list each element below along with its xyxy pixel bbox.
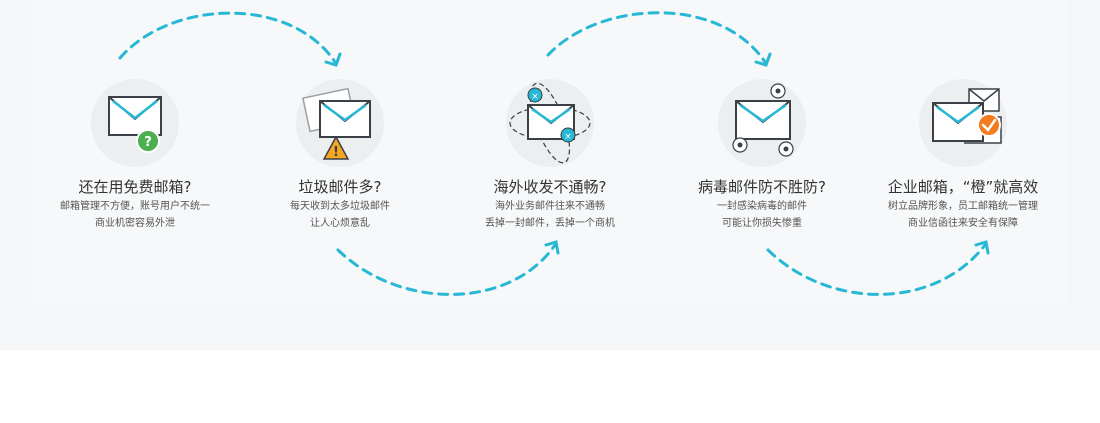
feature-description: 海外业务邮件往来不通畅 丢掉一封邮件，丢掉一个商机 (440, 198, 660, 232)
feature-description: 每天收到太多垃圾邮件 让人心烦意乱 (230, 198, 450, 232)
svg-text:?: ? (144, 135, 152, 150)
envelope-orbit-icon: × × (490, 75, 610, 175)
svg-text:×: × (564, 132, 572, 142)
feature-line: 可能让你损失惨重 (722, 218, 802, 229)
feature-line: 海外业务邮件往来不通畅 (495, 201, 605, 212)
envelope-question-icon: ? (75, 75, 195, 175)
envelope-check-icon (903, 75, 1023, 175)
feature-description: 邮箱管理不方便，账号用户不统一 商业机密容易外泄 (25, 198, 245, 232)
svg-text:×: × (531, 92, 539, 102)
feature-line: 丢掉一封邮件，丢掉一个商机 (485, 218, 615, 229)
feature-description: 一封感染病毒的邮件 可能让你损失惨重 (652, 198, 872, 232)
flow-arrow-3 (546, 11, 767, 64)
envelope-virus-icon (702, 75, 822, 175)
feature-title: 病毒邮件防不胜防? (698, 178, 826, 196)
feature-line: 商业信函往来安全有保障 (908, 218, 1018, 229)
envelope-warning-icon: ! (280, 75, 400, 175)
feature-title: 企业邮箱，“橙”就高效 (887, 178, 1039, 196)
feature-line: 商业机密容易外泄 (95, 218, 175, 229)
feature-line: 树立品牌形象，员工邮箱统一管理 (888, 201, 1038, 212)
flow-arrow-2 (336, 243, 557, 296)
feature-line: 邮箱管理不方便，账号用户不统一 (60, 201, 210, 212)
feature-description: 树立品牌形象，员工邮箱统一管理 商业信函往来安全有保障 (853, 198, 1073, 232)
feature-line: 让人心烦意乱 (310, 218, 370, 229)
flow-arrow-1 (118, 11, 337, 64)
feature-line: 每天收到太多垃圾邮件 (290, 201, 390, 212)
flow-arrow-4 (766, 243, 987, 296)
feature-title: 海外收发不通畅? (493, 178, 607, 196)
feature-title: 还在用免费邮箱? (78, 178, 192, 196)
svg-text:!: ! (333, 145, 339, 160)
flow-arrows (118, 11, 990, 296)
feature-title: 垃圾邮件多? (298, 178, 382, 196)
feature-line: 一封感染病毒的邮件 (717, 201, 807, 212)
